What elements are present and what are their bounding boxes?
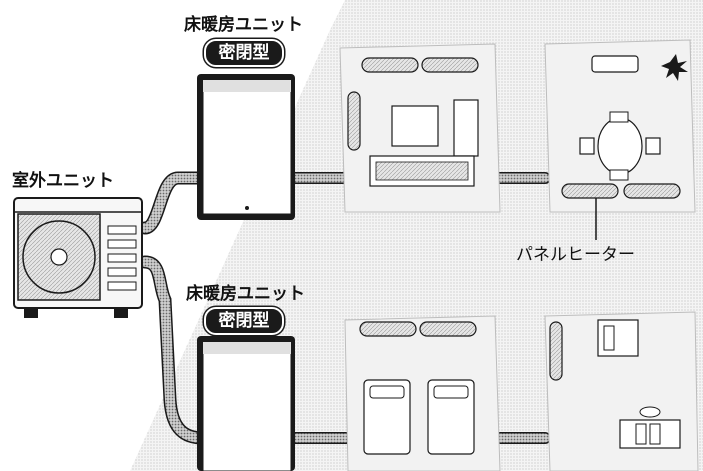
- panel-heater-label: パネルヒーター: [516, 245, 635, 265]
- sealed-type-badge-top: 密閉型: [204, 39, 284, 67]
- floor-heating-unit-label-bottom: 床暖房ユニット: [186, 284, 305, 304]
- refrigerant-pipes: [138, 171, 551, 445]
- indoor-unit-top: [197, 74, 295, 220]
- floor-heating-unit-label-top: 床暖房ユニット: [184, 15, 303, 35]
- outdoor-unit-label: 室外ユニット: [12, 171, 114, 191]
- room-dining: [544, 39, 696, 240]
- room-study: [544, 311, 699, 471]
- room-living: [339, 43, 501, 213]
- sealed-type-badge-bottom: 密閉型: [204, 307, 284, 335]
- room-bedroom: [344, 315, 501, 471]
- outdoor-unit: [13, 197, 143, 318]
- indoor-unit-bottom: [197, 336, 295, 471]
